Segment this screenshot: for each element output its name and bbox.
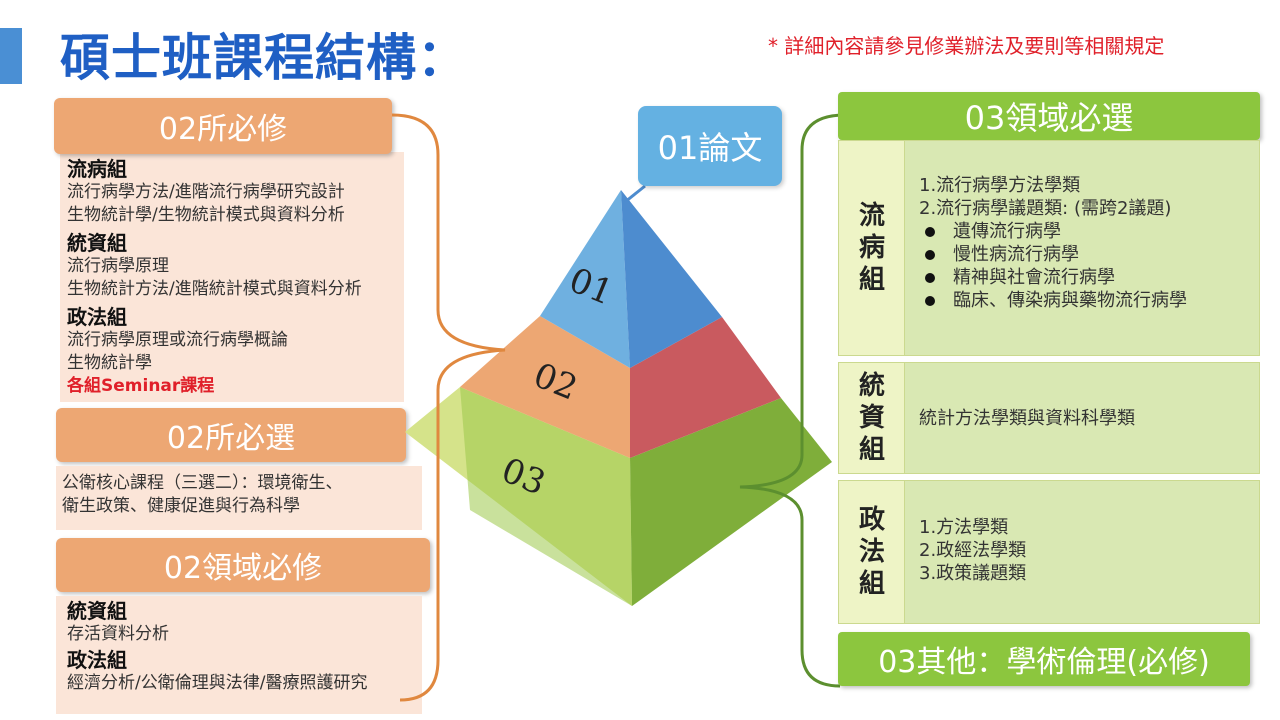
group-law-label: 政法組 (858, 505, 885, 599)
bullet-icon (925, 226, 935, 237)
group-law-content: 1.方法學類 2.政經法學類 3.政策議題類 (904, 480, 1260, 624)
bullet-item: 慢性病流行病學 (953, 244, 1079, 265)
right-bracket (739, 113, 846, 688)
group-name: 統資組 (67, 599, 127, 623)
other-required-header: 03其他：學術倫理(必修) (838, 632, 1250, 686)
required-field-header: 02領域必修 (56, 538, 430, 592)
required-field-panel: 統資組 存活資料分析 政法組 經濟分析/公衛倫理與法律/醫療照護研究 (56, 596, 422, 714)
footnote: * 詳細內容請參見修業辦法及要則等相關規定 (768, 34, 1165, 58)
bullet-item: 遺傳流行病學 (953, 221, 1061, 242)
required-dept-content: 流病組 流行病學方法/進階流行病學研究設計 生物統計學/生物統計模式與資料分析 … (67, 158, 402, 398)
group-name: 政法組 (67, 305, 127, 329)
bullet-item: 精神與社會流行病學 (953, 267, 1115, 288)
bullet-icon (925, 295, 935, 306)
course-line: 1.流行病學方法學類 (919, 175, 1081, 196)
pyramid-layer-01-left (540, 190, 630, 368)
group-name: 政法組 (67, 648, 127, 672)
bullet-icon (925, 272, 935, 283)
course-line: 統計方法學類與資料科學類 (919, 407, 1135, 429)
course-line: 生物統計學/生物統計模式與資料分析 (67, 205, 345, 225)
course-line: 1.方法學類 (919, 517, 1009, 538)
course-line: 流行病學方法/進階流行病學研究設計 (67, 182, 345, 202)
group-law-label-cell: 政法組 (838, 480, 906, 624)
group-stat-content: 統計方法學類與資料科學類 (904, 362, 1260, 474)
course-line: 流行病學原理 (67, 256, 169, 276)
group-stat-label-cell: 統資組 (838, 362, 906, 474)
course-line: 公衛核心課程（三選二）：環境衛生、 (62, 473, 343, 493)
group-epi-content: 1.流行病學方法學類 2.流行病學議題類: (需跨2議題) 遺傳流行病學 慢性病… (904, 140, 1260, 356)
pyramid-layer-03-face (460, 387, 632, 606)
group-epi-label-cell: 流病組 (838, 140, 906, 356)
course-line: 生物統計學 (67, 353, 152, 373)
group-epi-label: 流病組 (858, 201, 885, 295)
group-name: 統資組 (67, 231, 127, 255)
course-line: 3.政策議題類 (919, 563, 1027, 584)
course-line: 經濟分析/公衛倫理與法律/醫療照護研究 (67, 673, 368, 693)
field-elective-header: 03領域必選 (838, 92, 1260, 140)
left-bracket (391, 113, 506, 702)
elective-dept-panel: 公衛核心課程（三選二）：環境衛生、 衛生政策、健康促進與行為科學 (56, 466, 422, 530)
pyramid-layer-02-right (630, 317, 781, 458)
course-line: 2.流行病學議題類: (需跨2議題) (919, 198, 1172, 219)
elective-dept-header: 02所必選 (56, 408, 406, 462)
group-stat-label: 統資組 (858, 371, 885, 465)
bullet-icon (925, 249, 935, 260)
pyramid-layer-01-right (621, 190, 722, 368)
group-name: 流病組 (67, 157, 127, 181)
course-line: 衛生政策、健康促進與行為科學 (62, 496, 300, 516)
course-line: 流行病學原理或流行病學概論 (67, 330, 288, 350)
thesis-connector-line (624, 184, 646, 204)
title-accent-bar (0, 28, 22, 84)
seminar-line: 各組Seminar課程 (67, 376, 215, 396)
required-dept-panel (60, 152, 404, 402)
course-line: 生物統計方法/進階統計模式與資料分析 (67, 279, 362, 299)
course-line: 存活資料分析 (67, 624, 169, 644)
course-line: 2.政經法學類 (919, 540, 1027, 561)
required-dept-header: 02所必修 (54, 98, 392, 154)
bullet-item: 臨床、傳染病與藥物流行病學 (953, 290, 1187, 311)
thesis-callout: 01論文 (638, 106, 782, 186)
pyramid-layer-03-right (630, 398, 832, 606)
page-title: 碩士班課程結構： (60, 29, 468, 87)
